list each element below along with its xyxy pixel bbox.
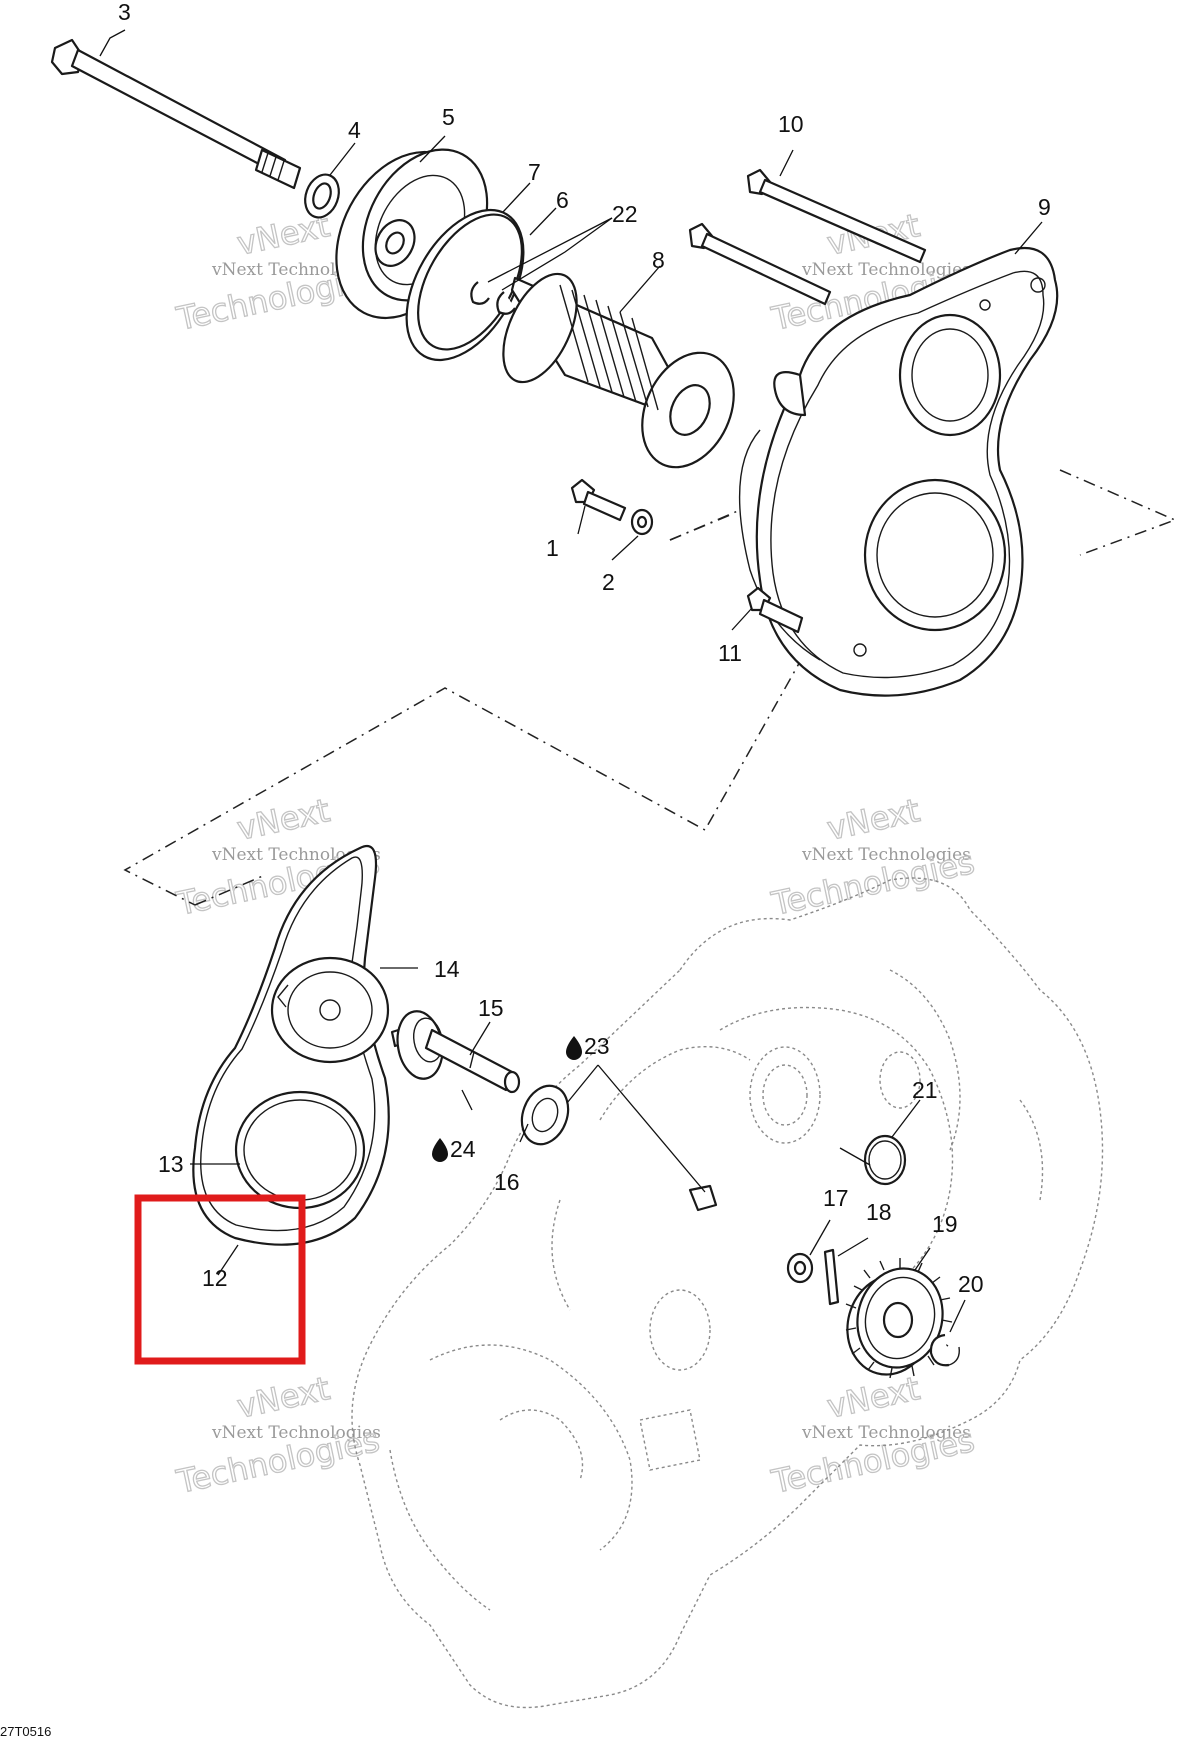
callout-14: 14 — [434, 956, 460, 982]
callout-23: 23 — [566, 1033, 610, 1060]
callout-11: 11 — [718, 640, 742, 666]
svg-text:vNext Technologies: vNext Technologies — [801, 1423, 971, 1443]
svg-text:vNext Technologies: vNext Technologies — [211, 1423, 381, 1443]
assembly-guides — [123, 469, 1178, 906]
watermark-mid-right: vNext vNext Technologies Technologies — [767, 791, 978, 924]
callout-15: 15 — [478, 995, 504, 1021]
callout-labels: 3 4 5 7 6 22 8 10 9 1 2 11 14 15 23 24 1… — [118, 0, 1051, 1297]
svg-text:vNext Technologies: vNext Technologies — [801, 845, 971, 865]
callout-7: 7 — [528, 159, 541, 185]
o-ring-21 — [863, 1134, 907, 1186]
retaining-clips — [470, 281, 516, 315]
callout-8: 8 — [652, 247, 665, 273]
callout-4: 4 — [348, 117, 361, 143]
watermark-bottom-left: vNext vNext Technologies Technologies — [172, 1369, 383, 1502]
callout-2: 2 — [602, 569, 615, 595]
callout-19: 19 — [932, 1211, 958, 1237]
callout-12: 12 — [202, 1265, 228, 1291]
highlight-box-part-12[interactable] — [134, 1194, 306, 1365]
circlip-20 — [929, 1333, 960, 1367]
callout-10: 10 — [778, 111, 804, 137]
svg-text:23: 23 — [584, 1033, 610, 1059]
leader-lines — [99, 29, 1043, 1333]
shaft-seal — [520, 1084, 570, 1146]
svg-text:vNext Technologies: vNext Technologies — [801, 260, 971, 280]
svg-text:vNext: vNext — [824, 791, 923, 848]
oil-filter — [502, 272, 735, 469]
o-rings — [405, 208, 525, 362]
oil-filter-housing — [738, 246, 1059, 697]
callout-18: 18 — [866, 1199, 892, 1225]
svg-text:vNext: vNext — [824, 1369, 923, 1426]
svg-text:vNext: vNext — [234, 791, 333, 848]
callout-20: 20 — [958, 1271, 984, 1297]
oil-drop-icon — [432, 1138, 448, 1162]
oil-passage-insert — [688, 1184, 718, 1212]
callout-9: 9 — [1038, 194, 1051, 220]
pump-shaft — [390, 1010, 521, 1094]
callout-13: 13 — [158, 1151, 184, 1177]
callout-3: 3 — [118, 0, 131, 25]
figure-code: 27T0516 — [0, 1724, 51, 1739]
washer-4 — [304, 173, 340, 219]
callout-6: 6 — [556, 187, 569, 213]
watermark-bottom-right: vNext vNext Technologies Technologies — [767, 1369, 978, 1502]
svg-text:vNext: vNext — [234, 1369, 333, 1426]
callout-22: 22 — [612, 201, 638, 227]
washer-and-pin — [786, 1248, 840, 1306]
engine-case-outline — [351, 877, 1104, 1709]
callout-1: 1 — [546, 535, 559, 561]
drive-gear — [845, 1258, 953, 1379]
callout-5: 5 — [442, 104, 455, 130]
callout-21: 21 — [912, 1077, 938, 1103]
svg-text:24: 24 — [450, 1136, 476, 1162]
small-bolts — [570, 478, 804, 634]
callout-17: 17 — [823, 1185, 849, 1211]
pump-cover-gasket — [192, 845, 390, 1246]
callout-16: 16 — [494, 1169, 520, 1195]
callout-24: 24 — [432, 1136, 476, 1162]
oil-drop-icon — [566, 1036, 582, 1060]
cover-bolts — [688, 168, 927, 306]
long-bolt — [50, 38, 302, 190]
